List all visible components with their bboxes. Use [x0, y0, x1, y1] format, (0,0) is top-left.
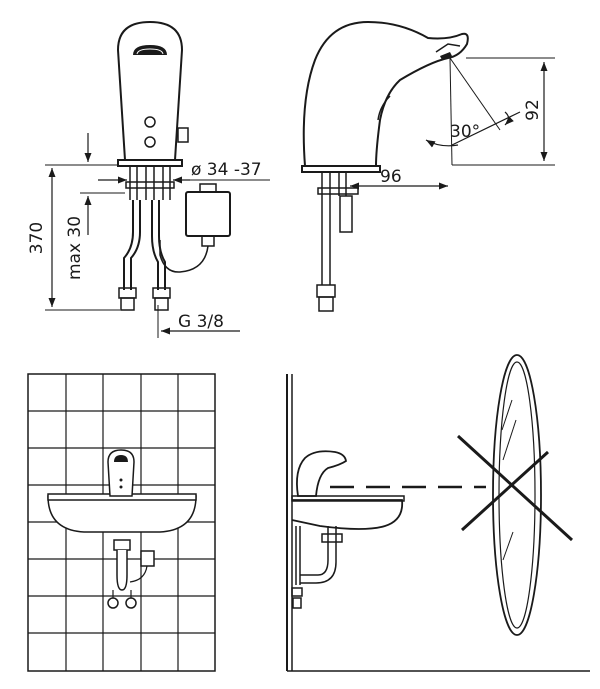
dim-thread: G 3/8: [178, 312, 224, 332]
faucet-front-view: [116, 20, 231, 311]
dim-height-total: 370: [27, 222, 47, 254]
dim-hole-diameter: ø 34 -37: [191, 160, 262, 180]
dim-max-depth: max 30: [65, 216, 85, 280]
dim-spout-reach: 96: [380, 167, 402, 187]
front-dimensions: [45, 133, 270, 338]
mirror-placement-diagram: [286, 354, 590, 672]
dim-spout-height: 92: [523, 99, 543, 121]
side-dimensions: [345, 57, 555, 192]
faucet-side-view: [301, 20, 521, 312]
dim-sensor-angle: 30°: [450, 122, 480, 142]
tiled-wall-installation: [27, 373, 216, 672]
